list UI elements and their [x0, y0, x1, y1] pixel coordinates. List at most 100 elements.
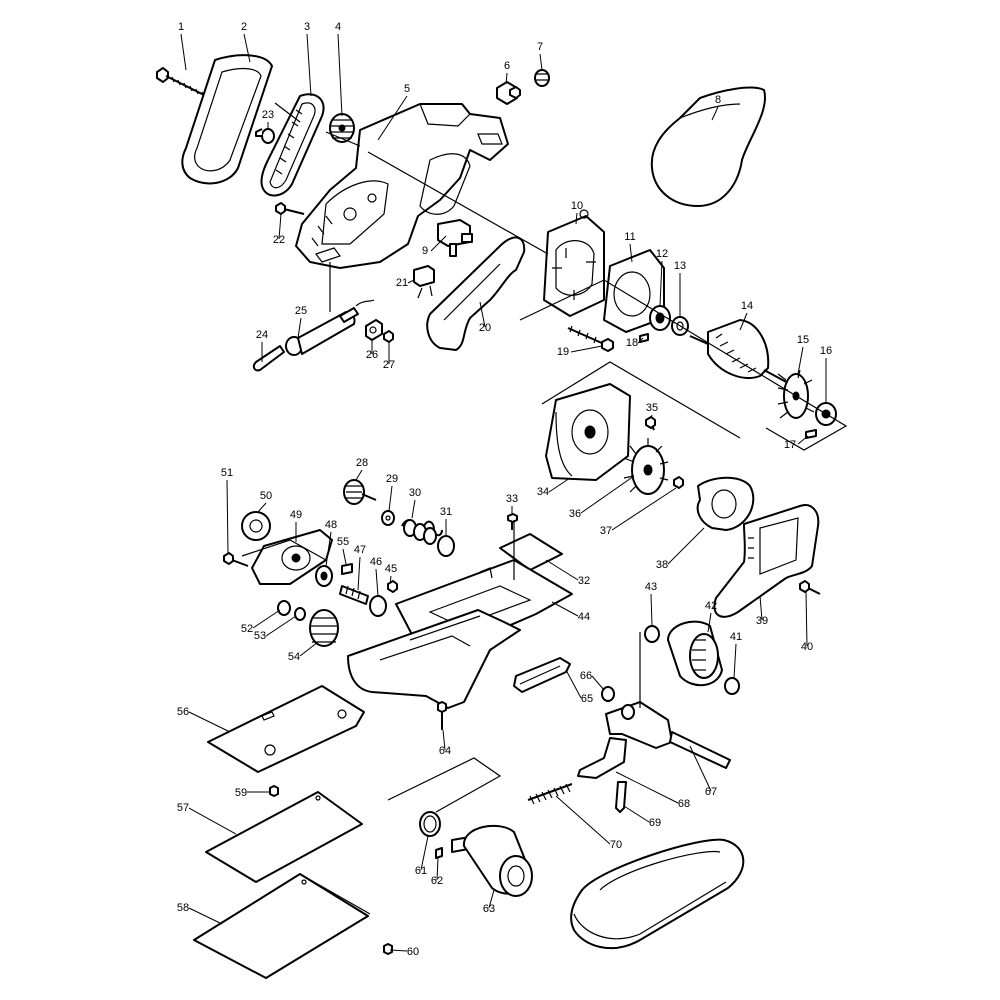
callout-60: 60 — [407, 946, 419, 958]
leader-line-10 — [575, 212, 578, 225]
callout-38: 38 — [656, 559, 668, 571]
leader-line-25 — [297, 317, 302, 339]
callout-47: 47 — [354, 544, 366, 556]
part-cord-guard-25 — [285, 299, 375, 356]
callout-6: 6 — [504, 60, 510, 72]
callout-57: 57 — [177, 802, 189, 814]
callout-28: 28 — [356, 457, 368, 469]
leader-line-12 — [659, 260, 663, 307]
callout-4: 4 — [335, 21, 341, 33]
callout-24: 24 — [256, 329, 268, 341]
leader-line-56 — [188, 711, 231, 733]
leader-line-52 — [252, 609, 281, 629]
callout-41: 41 — [730, 631, 742, 643]
leader-line-43 — [650, 593, 653, 627]
part-armature-14 — [689, 319, 791, 385]
part-bearing-48 — [315, 565, 333, 587]
part-screw-60 — [383, 943, 393, 955]
leader-line-45 — [389, 575, 392, 585]
callout-59: 59 — [235, 787, 247, 799]
leader-line-29 — [388, 485, 393, 512]
leader-line-66 — [591, 675, 605, 691]
part-rear-roller-63 — [451, 824, 533, 897]
part-fan-15 — [777, 369, 815, 419]
callout-2: 2 — [241, 21, 247, 33]
leader-line-41 — [733, 643, 737, 679]
part-pulley-28 — [343, 479, 377, 505]
part-washer-53 — [294, 607, 306, 621]
part-strain-relief-26 — [365, 319, 383, 341]
callout-40: 40 — [801, 641, 813, 653]
callout-23: 23 — [262, 109, 274, 121]
part-pin-17 — [805, 429, 817, 439]
part-ring-61 — [419, 811, 441, 837]
callout-19: 19 — [557, 346, 569, 358]
part-field-10 — [543, 209, 605, 317]
leader-line-60 — [389, 949, 408, 952]
part-screw-1 — [156, 67, 209, 98]
leader-line-55 — [342, 548, 347, 565]
callout-30: 30 — [409, 487, 421, 499]
part-lever-67 — [605, 701, 731, 769]
leader-line-47 — [357, 556, 361, 591]
leader-line-48 — [325, 531, 332, 567]
callout-34: 34 — [537, 486, 549, 498]
callout-46: 46 — [370, 556, 382, 568]
part-drive-belt-3 — [260, 93, 325, 197]
callout-7: 7 — [537, 41, 543, 53]
leader-line-21 — [407, 279, 415, 284]
callout-31: 31 — [440, 506, 452, 518]
leader-line-46 — [375, 568, 379, 597]
part-belt-cover-2 — [181, 54, 273, 185]
part-washer-41 — [724, 677, 740, 695]
leader-line-50 — [257, 502, 267, 513]
callout-27: 27 — [383, 359, 395, 371]
leader-line-8 — [711, 106, 719, 121]
callout-35: 35 — [646, 402, 658, 414]
leader-line-37 — [611, 487, 677, 531]
callout-54: 54 — [288, 651, 300, 663]
part-pin-18 — [639, 333, 649, 343]
callout-32: 32 — [578, 575, 590, 587]
callout-37: 37 — [600, 525, 612, 537]
part-arm-68 — [577, 737, 627, 779]
callout-58: 58 — [177, 902, 189, 914]
part-screw-37 — [673, 476, 684, 489]
part-bushing-31 — [437, 535, 455, 557]
part-handle-cover-8 — [650, 86, 767, 207]
callout-1: 1 — [178, 21, 184, 33]
leader-line-44 — [551, 601, 579, 617]
leader-line-65 — [565, 669, 582, 699]
leader-line-57 — [188, 807, 237, 835]
leader-line-5 — [377, 95, 408, 141]
leader-line-51 — [226, 479, 229, 554]
leader-line-53 — [265, 615, 297, 637]
leader-line-69 — [623, 805, 650, 823]
callout-labels: 1 2 3 4 5 6 7 8 9 10 11 12 13 14 15 16 1… — [177, 21, 832, 958]
callout-69: 69 — [649, 817, 661, 829]
leader-line-62 — [436, 857, 439, 881]
callout-66: 66 — [580, 670, 592, 682]
part-screw-35 — [645, 416, 656, 431]
callout-3: 3 — [304, 21, 310, 33]
callout-29: 29 — [386, 473, 398, 485]
leader-line-42 — [707, 612, 712, 633]
part-front-roller-42 — [667, 620, 723, 686]
part-screw-40 — [799, 580, 821, 595]
part-housing-49 — [251, 529, 333, 585]
assembly-lines — [241, 102, 848, 813]
callout-8: 8 — [715, 94, 721, 106]
leader-line-39 — [759, 595, 763, 621]
part-motor-housing-5 — [295, 103, 509, 269]
part-pin-55 — [341, 563, 353, 575]
leader-line-11 — [629, 243, 633, 263]
part-screw-19 — [567, 325, 614, 352]
leader-line-20 — [479, 301, 486, 328]
callout-11: 11 — [624, 231, 635, 243]
leader-line-67 — [689, 745, 712, 792]
part-screw-45 — [387, 580, 398, 593]
callout-18: 18 — [626, 337, 638, 349]
callout-55: 55 — [337, 536, 349, 548]
part-cord-24 — [252, 345, 285, 372]
callout-50: 50 — [260, 490, 272, 502]
